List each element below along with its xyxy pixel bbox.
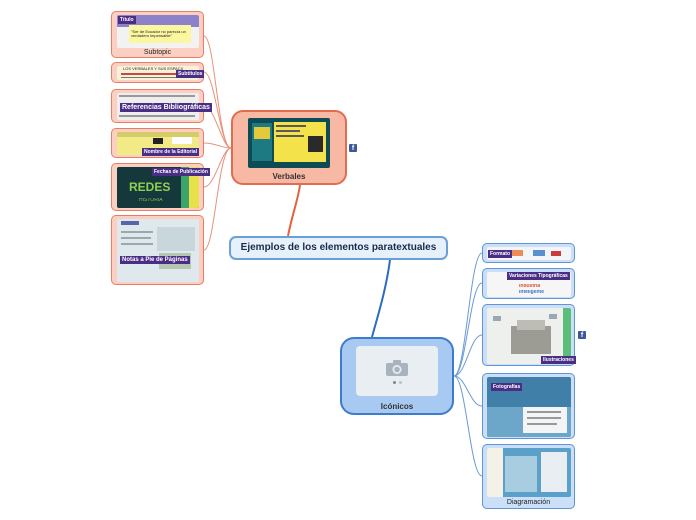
leaf-variaciones-tag: Variaciones Tipográficas [507, 272, 570, 280]
leaf-formato[interactable]: Formato [482, 243, 575, 263]
leaf-referencias-tag: Referencias Bibliográficas [120, 103, 212, 112]
leaf-variaciones[interactable]: Industria Inteligente Variaciones Tipogr… [482, 268, 575, 299]
leaf-formato-tag: Formato [488, 250, 512, 258]
leaf-diagramacion-caption: Diagramación [483, 499, 574, 506]
leaf-titulo[interactable]: "Ser de Ecuador no parecía un verdadero … [111, 11, 204, 58]
central-topic-label: Ejemplos de los elementos paratextuales [241, 242, 437, 253]
leaf-editorial[interactable]: Nombre de la Editorial [111, 128, 204, 158]
leaf-fechas-cover-sub: HISTORIA [139, 198, 163, 203]
iconicos-label: Icónicos [342, 402, 452, 411]
verbales-label: Verbales [233, 172, 345, 181]
leaf-titulo-caption: Subtopic [112, 49, 203, 56]
central-topic[interactable]: Ejemplos de los elementos paratextuales [229, 236, 448, 260]
leaf-subtitulos-tag: Subtítulos [176, 70, 204, 78]
leaf-fotografias-tag: Fotografías [491, 383, 522, 391]
leaf-variaciones-sample-1: Industria [519, 284, 540, 289]
leaf-subtitulos-heading: LOS VERBALES Y SUS ESPACIOS [123, 67, 183, 71]
topic-iconicos[interactable]: Icónicos [340, 337, 454, 415]
leaf-notas-image [117, 219, 199, 282]
leaf-referencias[interactable]: Referencias Bibliográficas [111, 89, 204, 123]
verbales-image [248, 118, 330, 168]
leaf-fechas-cover-title: REDES [129, 181, 170, 193]
facebook-icon-iconicos[interactable]: f [578, 331, 586, 339]
iconicos-image-placeholder [356, 346, 438, 396]
links-iconicos [454, 253, 482, 476]
leaf-fechas[interactable]: REDES HISTORIA Fechas de Publicación [111, 163, 204, 211]
facebook-icon[interactable]: f [349, 144, 357, 152]
leaf-variaciones-sample-2: Inteligente [519, 290, 544, 295]
leaf-titulo-quote: "Ser de Ecuador no parecía un verdadero … [131, 30, 189, 38]
leaf-fotografias[interactable]: Fotografías [482, 373, 575, 439]
leaf-notas-tag: Notas a Pie de Páginas [120, 256, 190, 264]
leaf-subtitulos[interactable]: LOS VERBALES Y SUS ESPACIOS Subtítulos [111, 62, 204, 83]
leaf-ilustraciones[interactable]: Ilustraciones [482, 304, 575, 366]
link-central-iconicos [372, 260, 390, 337]
leaf-notas[interactable]: Notas a Pie de Páginas [111, 215, 204, 285]
topic-verbales[interactable]: Verbales [231, 110, 347, 185]
leaf-diagramacion-image [487, 448, 571, 497]
links-verbales [204, 36, 231, 250]
leaf-fechas-tag: Fechas de Publicación [152, 168, 210, 176]
camera-icon [385, 359, 409, 377]
leaf-editorial-tag: Nombre de la Editorial [142, 148, 199, 156]
link-central-verbales [288, 185, 300, 236]
leaf-diagramacion[interactable]: Diagramación [482, 444, 575, 509]
leaf-titulo-tag: Título [118, 16, 136, 24]
leaf-ilustraciones-tag: Ilustraciones [541, 356, 576, 364]
